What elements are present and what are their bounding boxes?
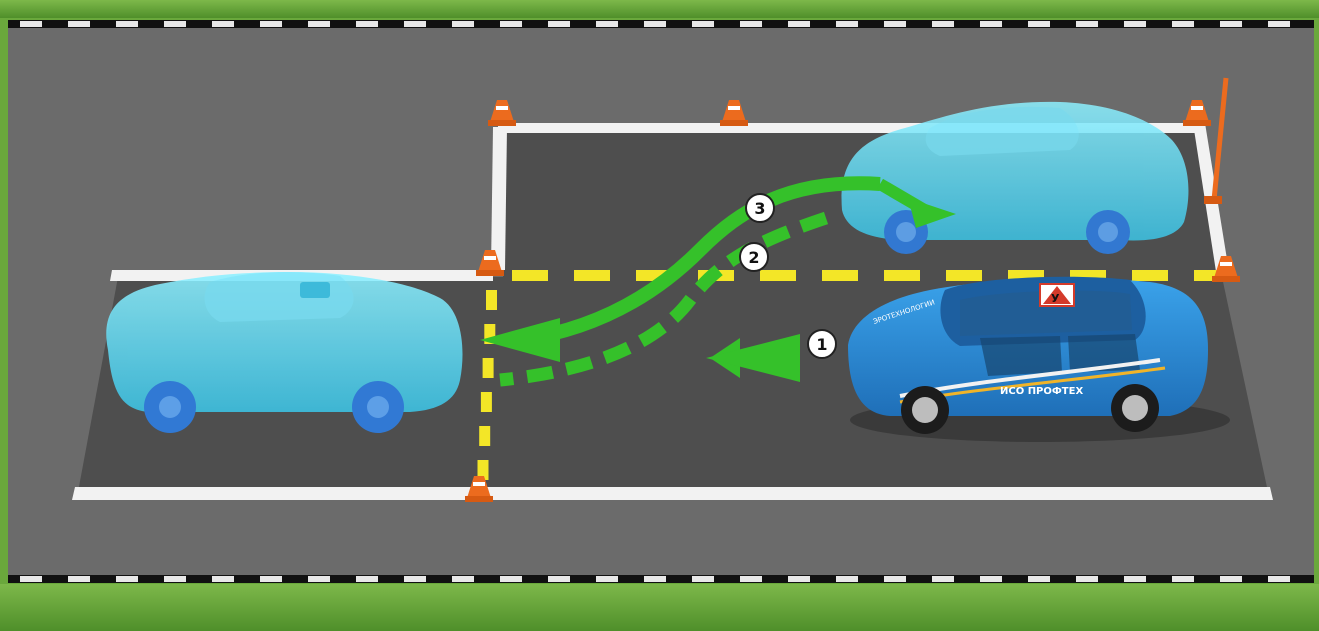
curb-dash: [740, 21, 762, 27]
curb-dash: [260, 21, 282, 27]
curb-dash: [692, 21, 714, 27]
curb-dash: [452, 21, 474, 27]
yellow-dash: [481, 392, 492, 412]
curb-dash: [68, 21, 90, 27]
yellow-dash: [512, 270, 548, 281]
curb-dash: [884, 576, 906, 582]
curb-dash: [1028, 576, 1050, 582]
curb-dash: [356, 576, 378, 582]
curb-dash: [452, 576, 474, 582]
yellow-dash: [574, 270, 610, 281]
curb-dash: [212, 576, 234, 582]
learner-sign-icon: У: [1040, 284, 1074, 306]
curb-dash: [644, 21, 666, 27]
curb-dash: [548, 21, 570, 27]
marker-1-label: 1: [816, 335, 827, 354]
curb-dash: [356, 21, 378, 27]
curb-dash: [884, 21, 906, 27]
curb-dash: [1268, 576, 1290, 582]
curb-dash: [980, 576, 1002, 582]
yellow-dash: [486, 290, 497, 310]
curb-dash: [1076, 576, 1098, 582]
ghost-car-left: [106, 272, 462, 433]
curb-dash: [1172, 576, 1194, 582]
curb-dash: [116, 576, 138, 582]
curb-dash: [932, 576, 954, 582]
curb-bottom: [8, 575, 1314, 583]
curb-dash: [1220, 576, 1242, 582]
curb-dash: [740, 576, 762, 582]
curb-dash: [500, 21, 522, 27]
curb-dash: [308, 21, 330, 27]
curb-dash: [20, 21, 42, 27]
curb-dash: [596, 21, 618, 27]
curb-dash: [980, 21, 1002, 27]
curb-dash: [212, 21, 234, 27]
curb-dash: [500, 576, 522, 582]
yellow-dash: [946, 270, 982, 281]
curb-dash: [404, 576, 426, 582]
curb-dash: [1076, 21, 1098, 27]
yellow-dash: [483, 358, 494, 378]
training-car: ИСО ПРОФТЕХ ЭРОТЕХНОЛОГИИ У: [848, 277, 1230, 442]
curb-dash: [164, 576, 186, 582]
curb-dash: [548, 576, 570, 582]
curb-dash: [1124, 576, 1146, 582]
grass-top: [0, 0, 1319, 18]
curb-dash: [404, 21, 426, 27]
marker-2: 2: [740, 243, 768, 271]
curb-top: [8, 20, 1314, 28]
curb-dash: [836, 21, 858, 27]
curb-dash: [1172, 21, 1194, 27]
marker-3: 3: [746, 194, 774, 222]
curb-dash: [1028, 21, 1050, 27]
curb-dash: [788, 576, 810, 582]
marker-2-label: 2: [748, 248, 759, 267]
learner-sign-letter: У: [1051, 292, 1060, 305]
yellow-dash: [479, 426, 490, 446]
curb-dash: [692, 576, 714, 582]
curb-dash: [68, 576, 90, 582]
curb-dash: [932, 21, 954, 27]
curb-dash: [596, 576, 618, 582]
curb-dash: [308, 576, 330, 582]
curb-dash: [644, 576, 666, 582]
curb-dash: [164, 21, 186, 27]
curb-dash: [116, 21, 138, 27]
marker-1: 1: [808, 330, 836, 358]
curb-dash: [788, 21, 810, 27]
yellow-dash: [884, 270, 920, 281]
curb-dash: [20, 576, 42, 582]
yellow-dash: [1132, 270, 1168, 281]
yellow-dash: [822, 270, 858, 281]
grass-bottom: [0, 584, 1319, 631]
curb-dash: [1220, 21, 1242, 27]
yellow-dash: [760, 270, 796, 281]
curb-dash: [260, 576, 282, 582]
curb-dash: [1124, 21, 1146, 27]
curb-dash: [1268, 21, 1290, 27]
marker-3-label: 3: [754, 199, 765, 218]
car-door-text: ИСО ПРОФТЕХ: [1000, 386, 1083, 397]
curb-dash: [836, 576, 858, 582]
